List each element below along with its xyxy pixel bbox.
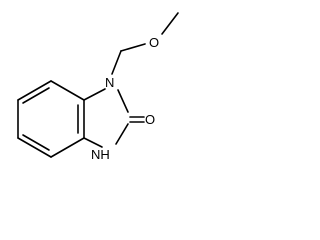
bond-n1-c2 (117, 89, 129, 113)
bond-c7-c6 (17, 80, 52, 101)
bond-c7a-c7 (50, 80, 85, 101)
benzene-ring (17, 80, 85, 158)
bond-ch2-o (120, 43, 146, 52)
bond-c4-c3a (50, 137, 85, 158)
atom-label-n3h: NH (91, 147, 110, 162)
atom-label-carbonyl-oxygen: O (145, 112, 155, 127)
atom-label-n1: N (105, 75, 114, 90)
methoxymethyl-chain (111, 12, 179, 75)
imidazolone-ring (83, 88, 145, 148)
bond-c5-c4 (17, 137, 52, 158)
bond-n3-c3a (83, 137, 103, 148)
atom-label-methoxy-oxygen: O (149, 35, 159, 50)
double-bond-inner-2 (22, 134, 50, 151)
double-bond-inner-1 (22, 87, 50, 104)
molecule-structure-diagram: O N O NH (17, 12, 179, 162)
bond-c2-n3 (115, 123, 129, 145)
bond-n1-ch2 (111, 50, 122, 75)
bond-c7a-n1 (83, 88, 106, 101)
bond-o-ch3 (161, 12, 179, 35)
